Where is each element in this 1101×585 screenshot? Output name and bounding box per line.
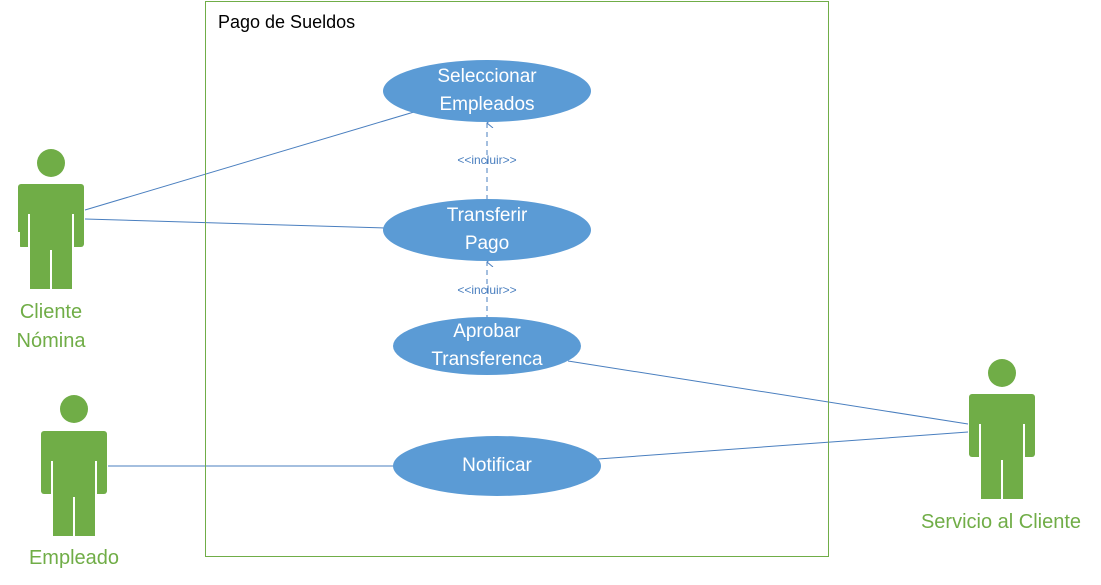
actor-servicio-al-cliente-figure[interactable]: [969, 359, 1035, 499]
include-label-aprobar-transferir: <<incluir>>: [457, 283, 517, 297]
actor-empleado-figure[interactable]: [41, 395, 107, 536]
actor-servicio-al-cliente-label: Servicio al Cliente: [920, 511, 1082, 533]
usecase-transferir-pago-shape[interactable]: [383, 199, 591, 261]
association-cliente-transferir: [84, 218, 386, 229]
include-label-transferir-seleccionar: <<incluir>>: [457, 153, 517, 167]
actor-cliente-nomina-label: Cliente Nómina: [16, 301, 86, 352]
association-cliente-seleccionar: [84, 111, 415, 211]
actor-empleado-label: Empleado: [28, 547, 120, 569]
association-servicio-notificar: [597, 431, 969, 460]
actor-cliente-nomina-figure[interactable]: [18, 149, 84, 289]
usecase-transferir-pago-label[interactable]: Transferir Pago: [446, 205, 528, 254]
usecase-aprobar-transferenca-shape[interactable]: [393, 317, 581, 375]
usecase-notificar-shape[interactable]: [393, 436, 601, 496]
association-servicio-aprobar: [567, 360, 969, 425]
usecase-notificar-label[interactable]: Notificar: [462, 455, 532, 476]
system-boundary: Pago de Sueldos: [205, 1, 829, 557]
usecase-seleccionar-empleados-shape[interactable]: [383, 60, 591, 122]
usecase-aprobar-transferenca-label[interactable]: Aprobar Transferenca: [431, 321, 543, 370]
system-title: Pago de Sueldos: [218, 12, 356, 32]
usecase-seleccionar-empleados-label[interactable]: Seleccionar Empleados: [437, 66, 537, 115]
